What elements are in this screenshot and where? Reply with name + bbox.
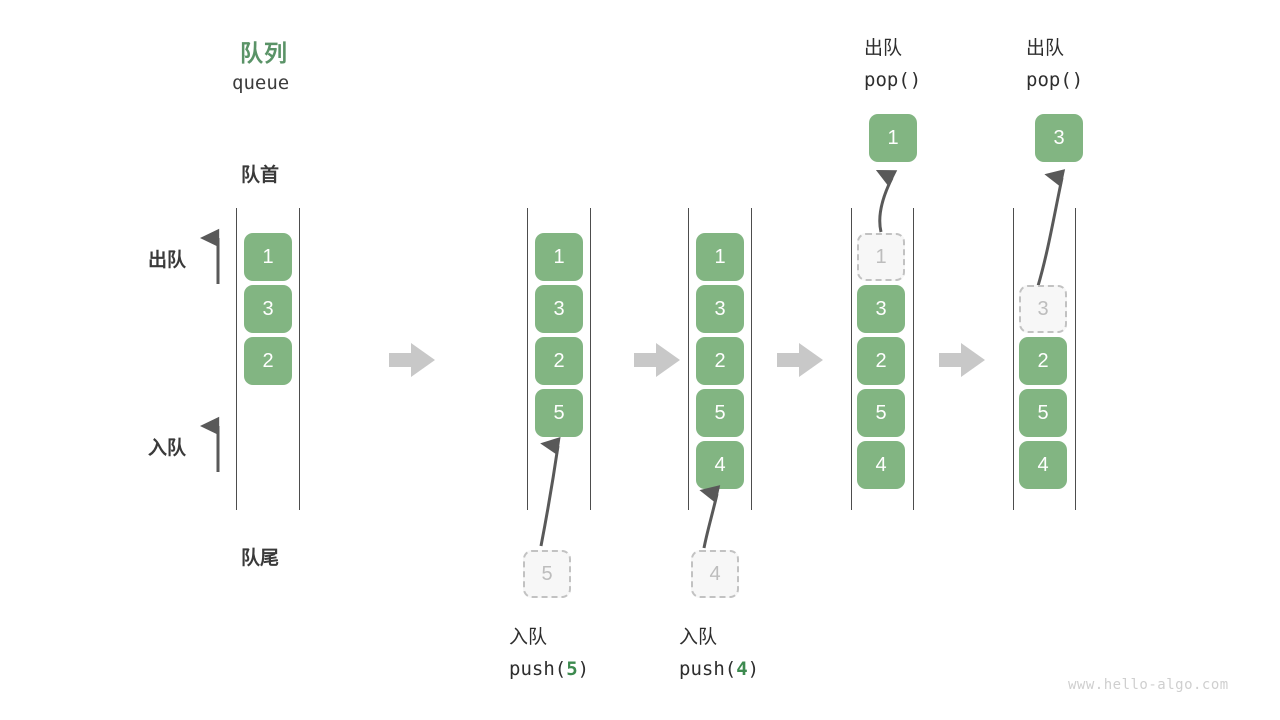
step-arrow-icon bbox=[634, 343, 680, 377]
step-arrow-icon bbox=[389, 343, 435, 377]
queue-cell: 1 bbox=[535, 233, 583, 281]
push-arrow-icon bbox=[539, 436, 561, 547]
push-arrow-icon bbox=[699, 485, 721, 549]
queue-rail-right-stage-5 bbox=[1075, 208, 1076, 510]
stage-caption-code: pop() bbox=[864, 69, 922, 91]
front-label: 队首 bbox=[241, 165, 280, 186]
queue-cell: 2 bbox=[1019, 337, 1067, 385]
queue-rail-right-stage-3 bbox=[751, 208, 752, 510]
queue-cell: 2 bbox=[244, 337, 292, 385]
stage-caption-cn: 入队 bbox=[679, 627, 718, 648]
step-arrow-icon bbox=[939, 343, 985, 377]
caption-code-prefix: push( bbox=[509, 658, 567, 680]
popped-cell: 3 bbox=[1035, 114, 1083, 162]
caption-code-suffix: ) bbox=[747, 658, 760, 680]
queue-rail-right-stage-2 bbox=[590, 208, 591, 510]
stage-caption-code: push(4) bbox=[679, 658, 759, 680]
step-arrow-icon bbox=[777, 343, 823, 377]
enqueue-label: 入队 bbox=[148, 438, 187, 459]
queue-title-cn: 队列 bbox=[240, 40, 288, 66]
queue-rail-left-stage-5 bbox=[1013, 208, 1014, 510]
queue-title-en: queue bbox=[232, 72, 290, 94]
queue-cell: 1 bbox=[244, 233, 292, 281]
pop-ghost-cell: 1 bbox=[857, 233, 905, 281]
queue-rail-left-stage-1 bbox=[236, 208, 237, 510]
stage-caption-code: push(5) bbox=[509, 658, 589, 680]
queue-cell: 5 bbox=[857, 389, 905, 437]
rear-label: 队尾 bbox=[241, 548, 280, 569]
pop-arrow-icon bbox=[1036, 169, 1066, 287]
queue-cell: 4 bbox=[1019, 441, 1067, 489]
dequeue-label: 出队 bbox=[148, 250, 187, 271]
queue-cell: 3 bbox=[535, 285, 583, 333]
caption-code-value: 5 bbox=[566, 658, 578, 680]
pop-ghost-cell: 3 bbox=[1019, 285, 1067, 333]
caption-code-prefix: push( bbox=[679, 658, 737, 680]
queue-cell: 2 bbox=[535, 337, 583, 385]
watermark: www.hello-algo.com bbox=[1068, 677, 1229, 693]
queue-cell: 5 bbox=[535, 389, 583, 437]
caption-code-value: 4 bbox=[736, 658, 748, 680]
queue-cell: 5 bbox=[696, 389, 744, 437]
queue-cell: 4 bbox=[696, 441, 744, 489]
queue-cell: 2 bbox=[857, 337, 905, 385]
queue-rail-left-stage-3 bbox=[688, 208, 689, 510]
queue-rail-right-stage-1 bbox=[299, 208, 300, 510]
queue-rail-left-stage-4 bbox=[851, 208, 852, 510]
queue-cell: 3 bbox=[857, 285, 905, 333]
queue-cell: 4 bbox=[857, 441, 905, 489]
queue-cell: 3 bbox=[244, 285, 292, 333]
queue-rail-right-stage-4 bbox=[913, 208, 914, 510]
push-ghost-cell: 4 bbox=[691, 550, 739, 598]
queue-cell: 1 bbox=[696, 233, 744, 281]
push-ghost-cell: 5 bbox=[523, 550, 571, 598]
stage-caption-cn: 出队 bbox=[1026, 38, 1065, 59]
queue-cell: 5 bbox=[1019, 389, 1067, 437]
stage-caption-cn: 入队 bbox=[509, 627, 548, 648]
caption-code-suffix: ) bbox=[577, 658, 590, 680]
enqueue-direction-arrow-icon bbox=[200, 416, 220, 472]
stage-caption-code: pop() bbox=[1026, 69, 1084, 91]
queue-cell: 2 bbox=[696, 337, 744, 385]
pop-arrow-icon bbox=[875, 169, 898, 233]
queue-cell: 3 bbox=[696, 285, 744, 333]
dequeue-direction-arrow-icon bbox=[200, 228, 220, 284]
popped-cell: 1 bbox=[869, 114, 917, 162]
queue-rail-left-stage-2 bbox=[527, 208, 528, 510]
stage-caption-cn: 出队 bbox=[864, 38, 903, 59]
